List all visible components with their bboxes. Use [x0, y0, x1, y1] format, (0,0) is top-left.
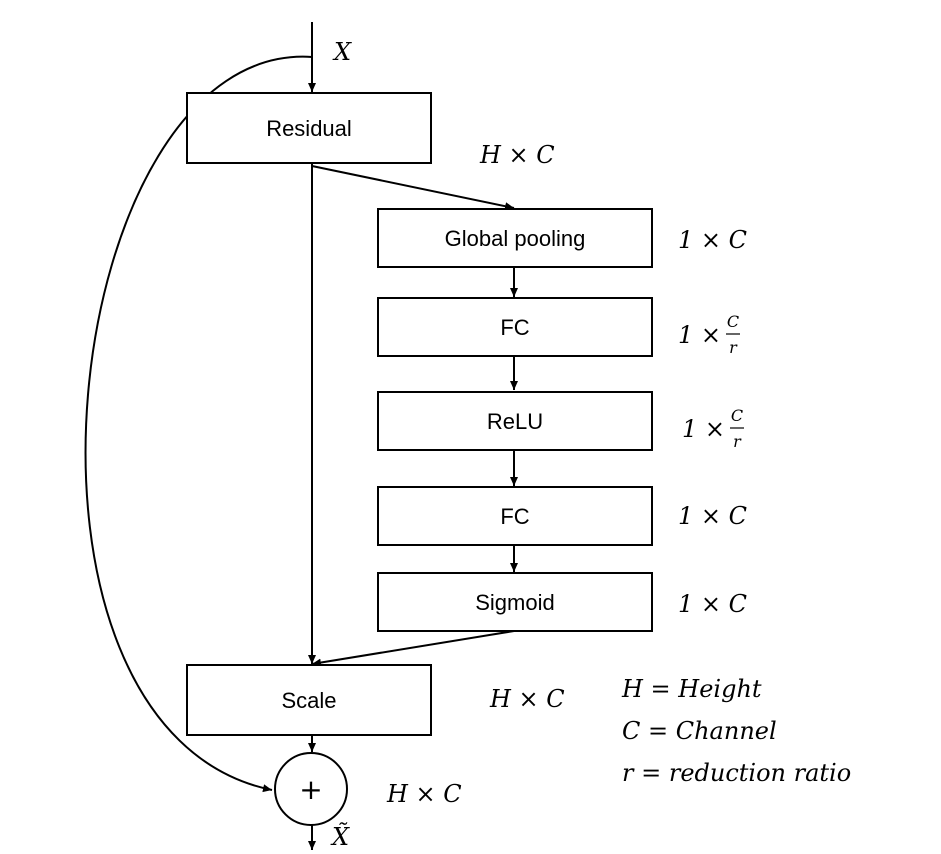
sigmoid-label: Sigmoid [475, 590, 554, 615]
relu-box [377, 391, 653, 451]
scale-dim: H × C [489, 685, 565, 713]
svg-text:C: C [731, 406, 743, 425]
sigmoid-dim: 1 × C [678, 590, 747, 618]
fc1-label: FC [500, 315, 529, 340]
output-label: X̃ [330, 823, 350, 851]
sigmoid-box [377, 572, 653, 632]
skip-connection [84, 55, 313, 793]
global-pooling-dim: 1 × C [678, 226, 747, 254]
sum-symbol: + [299, 773, 322, 806]
input-label: X [332, 38, 352, 66]
global-pooling-label: Global pooling [445, 226, 586, 251]
svg-text:r: r [729, 338, 738, 357]
legend-height: H = Height [621, 675, 762, 703]
scale-box [186, 664, 432, 736]
legend-channel: C = Channel [622, 717, 777, 745]
svg-text:C: C [727, 312, 739, 331]
global-pooling-box [377, 208, 653, 268]
scale-label: Scale [281, 688, 336, 713]
legend-reduction-ratio: r = reduction ratio [622, 759, 851, 787]
sigmoid-to-scale-arrow [311, 630, 515, 667]
fc1-dim: 1 × C r [678, 312, 740, 357]
svg-text:1 ×: 1 × [678, 321, 721, 349]
fc2-box [377, 486, 653, 546]
residual-dim: H × C [479, 141, 555, 169]
svg-text:r: r [733, 432, 742, 451]
fc1-box [377, 297, 653, 357]
svg-text:1 ×: 1 × [682, 415, 725, 443]
residual-label: Residual [266, 116, 352, 141]
residual-box [186, 92, 432, 164]
relu-label: ReLU [487, 409, 543, 434]
sum-dim: H × C [386, 780, 462, 808]
fc2-dim: 1 × C [678, 502, 747, 530]
branch-arrow [311, 165, 515, 211]
relu-dim: 1 × C r [682, 406, 744, 451]
fc2-label: FC [500, 504, 529, 529]
